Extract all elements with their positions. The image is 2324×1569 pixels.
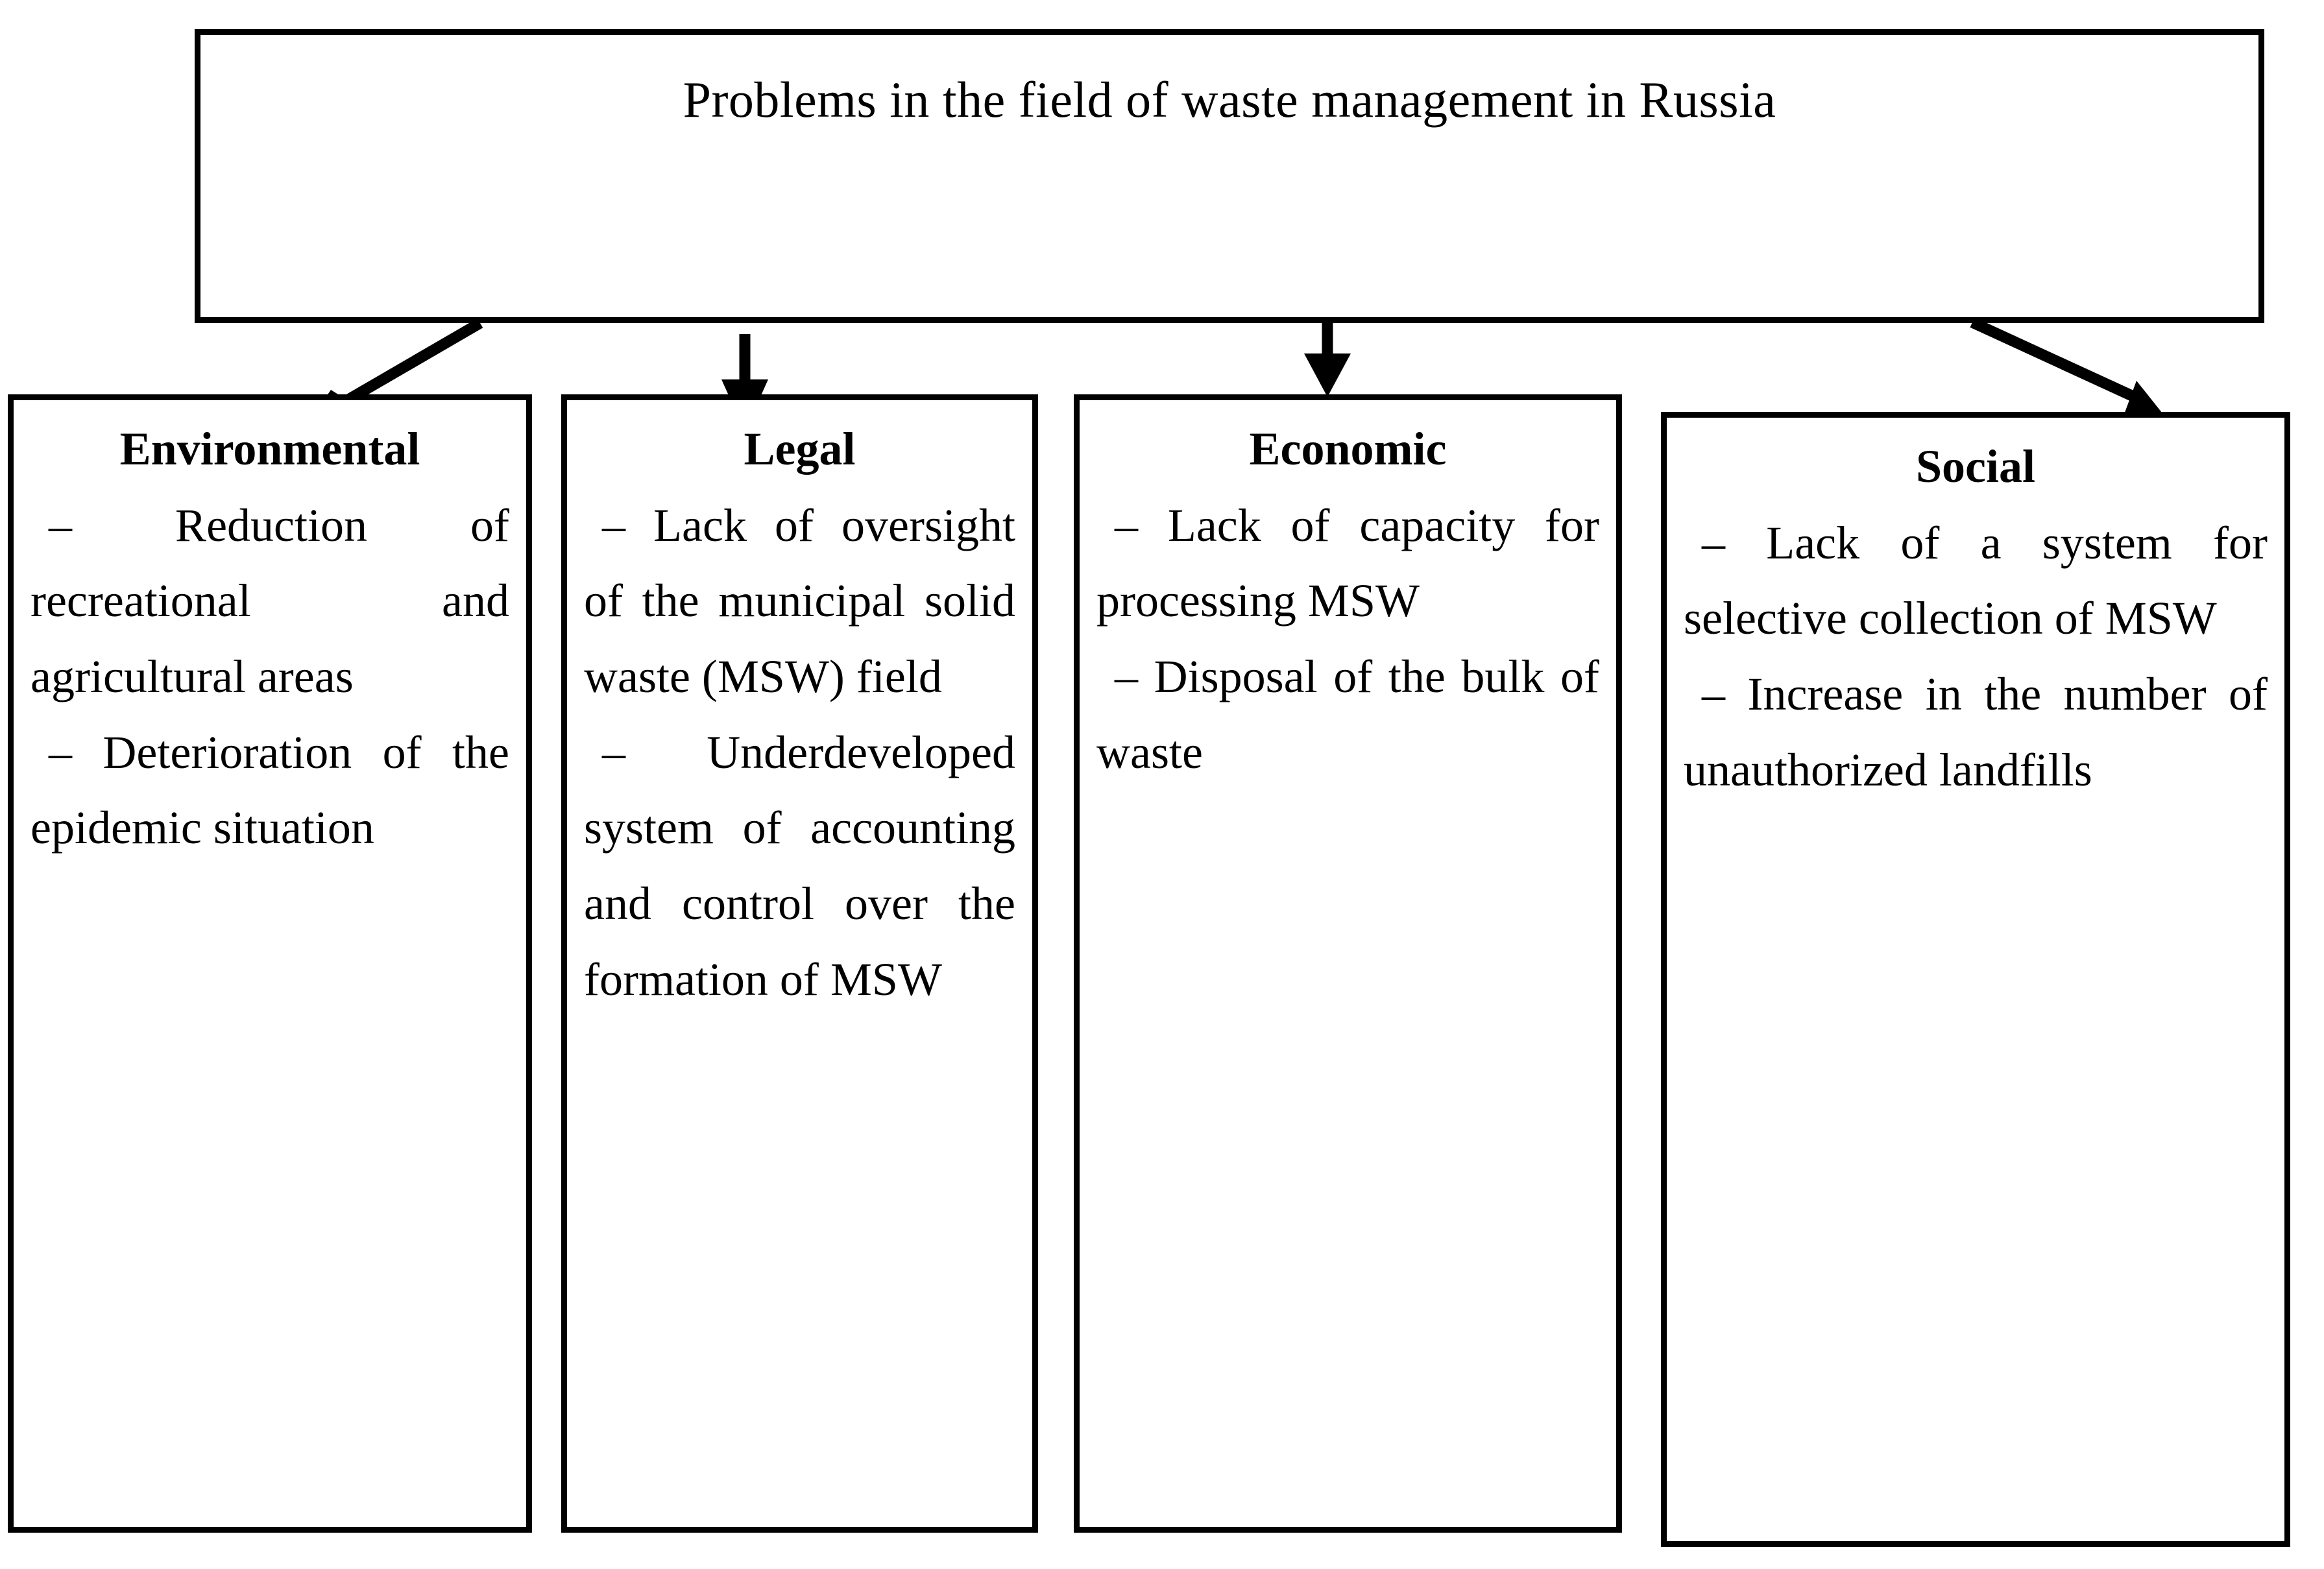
category-items-environmental: – Reduction of recreational and agricult… bbox=[30, 488, 509, 866]
list-item: – Lack of capacity for processing MSW bbox=[1096, 499, 1599, 627]
category-items-economic: – Lack of capacity for processing MSW – … bbox=[1096, 488, 1599, 791]
category-heading-environmental: Environmental bbox=[119, 423, 420, 475]
category-content-social: Social – Lack of a system for selective … bbox=[1667, 418, 2284, 808]
category-items-social: – Lack of a system for selective collect… bbox=[1684, 505, 2268, 808]
category-heading-legal: Legal bbox=[744, 423, 856, 475]
arrow-to-social-icon bbox=[1970, 317, 2162, 418]
category-content-economic: Economic – Lack of capacity for processi… bbox=[1080, 400, 1616, 790]
category-box-economic: Economic – Lack of capacity for processi… bbox=[1074, 394, 1622, 1533]
list-item: – Reduction of recreational and agricult… bbox=[30, 499, 509, 703]
list-item: – Lack of a system for selective collect… bbox=[1684, 516, 2268, 645]
category-heading-economic: Economic bbox=[1249, 423, 1447, 475]
list-item: – Lack of oversight of the municipal sol… bbox=[584, 499, 1015, 703]
category-box-social: Social – Lack of a system for selective … bbox=[1661, 412, 2290, 1547]
category-heading-social: Social bbox=[1915, 440, 2035, 492]
category-box-environmental: Environmental – Reduction of recreationa… bbox=[8, 394, 532, 1533]
diagram-title: Problems in the field of waste managemen… bbox=[683, 71, 1776, 128]
list-item: – Deterioration of the epidemic situatio… bbox=[30, 726, 509, 854]
category-items-legal: – Lack of oversight of the municipal sol… bbox=[584, 488, 1015, 1017]
category-content-environmental: Environmental – Reduction of recreationa… bbox=[14, 400, 526, 866]
category-box-legal: Legal – Lack of oversight of the municip… bbox=[561, 394, 1038, 1533]
category-content-legal: Legal – Lack of oversight of the municip… bbox=[567, 400, 1032, 1017]
root-node-box: Problems in the field of waste managemen… bbox=[195, 29, 2264, 323]
list-item: – Underdeveloped system of accounting an… bbox=[584, 726, 1015, 1005]
list-item: – Disposal of the bulk of waste bbox=[1096, 651, 1599, 778]
list-item: – Increase in the number of unauthorized… bbox=[1684, 668, 2268, 796]
arrow-to-economic-icon bbox=[1304, 318, 1351, 397]
